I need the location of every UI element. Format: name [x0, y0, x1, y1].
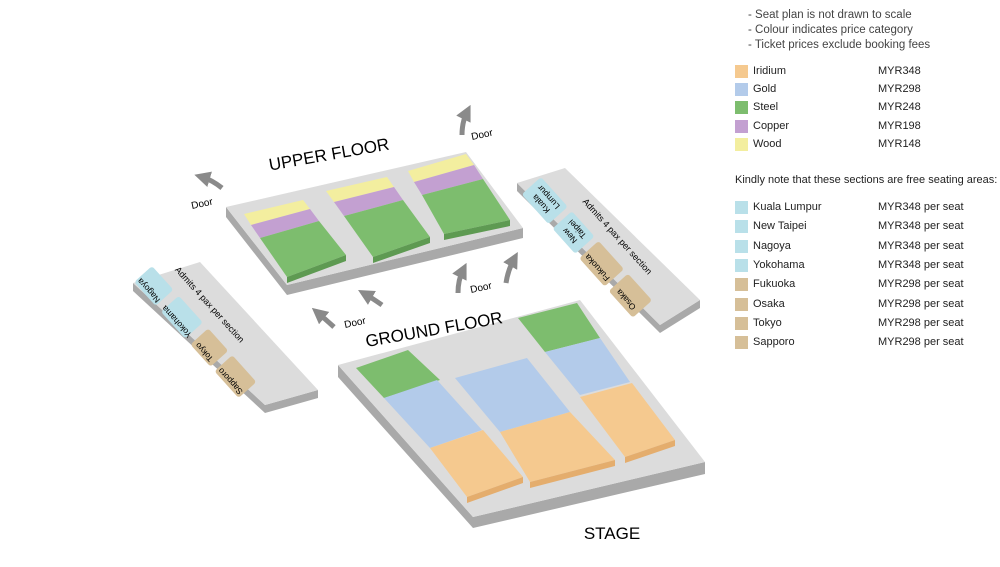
- upper-floor-label: UPPER FLOOR: [267, 135, 390, 175]
- gold-block[interactable]: [545, 338, 630, 395]
- upper-section-2[interactable]: [326, 177, 430, 263]
- upper-section-3[interactable]: [408, 154, 510, 240]
- door-label: Door: [343, 316, 367, 331]
- new-taipei-section[interactable]: [552, 211, 594, 254]
- iridium-block[interactable]: [580, 383, 675, 457]
- fukuoka-section[interactable]: [579, 241, 624, 287]
- iridium-block[interactable]: [500, 412, 615, 482]
- nagoya-section[interactable]: [134, 266, 173, 306]
- stage-label: STAGE: [584, 524, 640, 543]
- door-arrow-icon: [311, 307, 336, 329]
- wood-block[interactable]: [326, 177, 394, 202]
- ground-section-center[interactable]: [455, 358, 615, 488]
- kuala-lumpur-section[interactable]: [522, 177, 568, 224]
- sapporo-section[interactable]: [214, 355, 256, 398]
- steel-block[interactable]: [260, 221, 346, 277]
- wood-block[interactable]: [244, 200, 310, 225]
- door-label: Door: [190, 197, 214, 212]
- gold-block[interactable]: [384, 380, 482, 448]
- wood-block[interactable]: [408, 154, 474, 182]
- door-arrow-icon: [452, 262, 467, 294]
- door-arrow-icon: [503, 251, 518, 284]
- ground-section-right[interactable]: [518, 303, 675, 463]
- iridium-block[interactable]: [430, 430, 523, 497]
- yokohama-section[interactable]: [161, 296, 203, 339]
- door-arrow-icon: [456, 104, 471, 136]
- copper-block[interactable]: [334, 187, 403, 216]
- steel-block[interactable]: [422, 179, 510, 234]
- gold-block[interactable]: [455, 358, 570, 432]
- door-label: Door: [469, 281, 493, 296]
- steel-block[interactable]: [518, 303, 600, 352]
- door-arrow-icon: [358, 290, 384, 308]
- copper-block[interactable]: [414, 165, 483, 195]
- steel-block[interactable]: [356, 350, 440, 398]
- steel-block[interactable]: [344, 200, 430, 257]
- ground-section-left[interactable]: [356, 350, 523, 503]
- door-label: Door: [470, 128, 494, 143]
- door-arrow-icon: [194, 171, 224, 190]
- osaka-section[interactable]: [609, 274, 652, 318]
- upper-section-1[interactable]: [244, 200, 346, 283]
- tokyo-section[interactable]: [190, 328, 228, 366]
- copper-block[interactable]: [251, 209, 319, 238]
